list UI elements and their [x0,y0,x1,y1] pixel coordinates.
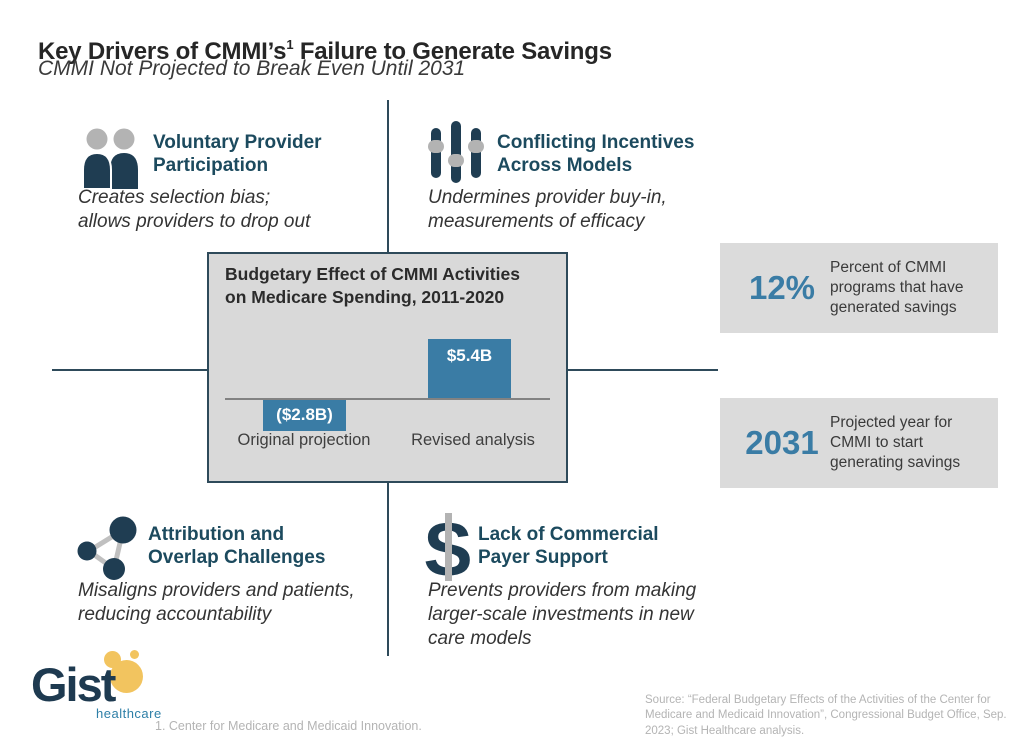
quadrant-description-attribution-overlap: Misaligns providers and patients, reduci… [78,580,355,626]
logo-bubble-medium [104,651,121,668]
gist-healthcare-logo: Gist healthcare [30,650,180,729]
subtitle: CMMI Not Projected to Break Even Until 2… [38,57,466,80]
logo-bubble-small [130,650,139,659]
footnote: 1. Center for Medicare and Medicaid Inno… [155,719,422,733]
stat-description-12-percent: Percent of CMMI programs that have gener… [830,258,964,317]
quadrant-heading-commercial-payer: Lack of Commercial Payer Support [478,524,659,569]
chart-category-original: Original projection [237,431,371,449]
stat-card-savings-percent: 12% Percent of CMMI programs that have g… [720,243,998,333]
bar-label-original: ($2.8B) [276,405,333,425]
quadrant-description-commercial-payer: Prevents providers from making larger-sc… [428,580,697,650]
sliders-icon [424,118,488,191]
logo-subtext: healthcare [96,706,162,721]
chart-baseline [225,398,550,400]
logo-wordmark: Gist [31,658,116,711]
stat-card-breakeven-year: 2031 Projected year for CMMI to start ge… [720,398,998,488]
source-citation: Source: “Federal Budgetary Effects of th… [645,694,1007,737]
quadrant-heading-voluntary-participation: Voluntary Provider Participation [153,132,322,177]
title-text: Key Drivers of CMMI’s [38,38,287,66]
stat-value-2031: 2031 [745,424,819,461]
network-icon [76,513,146,588]
title-text-rest: Failure to Generate Savings [293,38,612,66]
stat-value-12-percent: 12% [748,269,816,306]
quadrant-description-conflicting-incentives: Undermines provider buy-in, measurements… [428,187,667,233]
quadrant-heading-conflicting-incentives: Conflicting Incentives Across Models [497,132,695,177]
chart-category-revised: Revised analysis [411,431,535,449]
title-footnote-marker: 1 [286,37,294,53]
bar-revised-analysis: $5.4B [428,338,511,398]
quadrant-description-voluntary-participation: Creates selection bias; allows providers… [78,187,311,233]
quadrant-heading-attribution-overlap: Attribution and Overlap Challenges [148,524,326,569]
budget-effect-chart: Budgetary Effect of CMMI Activities on M… [207,252,568,483]
bar-label-revised: $5.4B [446,345,493,365]
stat-description-2031: Projected year for CMMI to start generat… [830,413,961,472]
dollar-icon: S [421,508,477,591]
chart-title: Budgetary Effect of CMMI Activities on M… [225,264,520,307]
two-people-icon [80,127,142,194]
page-title: Key Drivers of CMMI’s1 Failure to Genera… [38,37,612,66]
bar-original-projection: ($2.8B) [263,400,346,431]
